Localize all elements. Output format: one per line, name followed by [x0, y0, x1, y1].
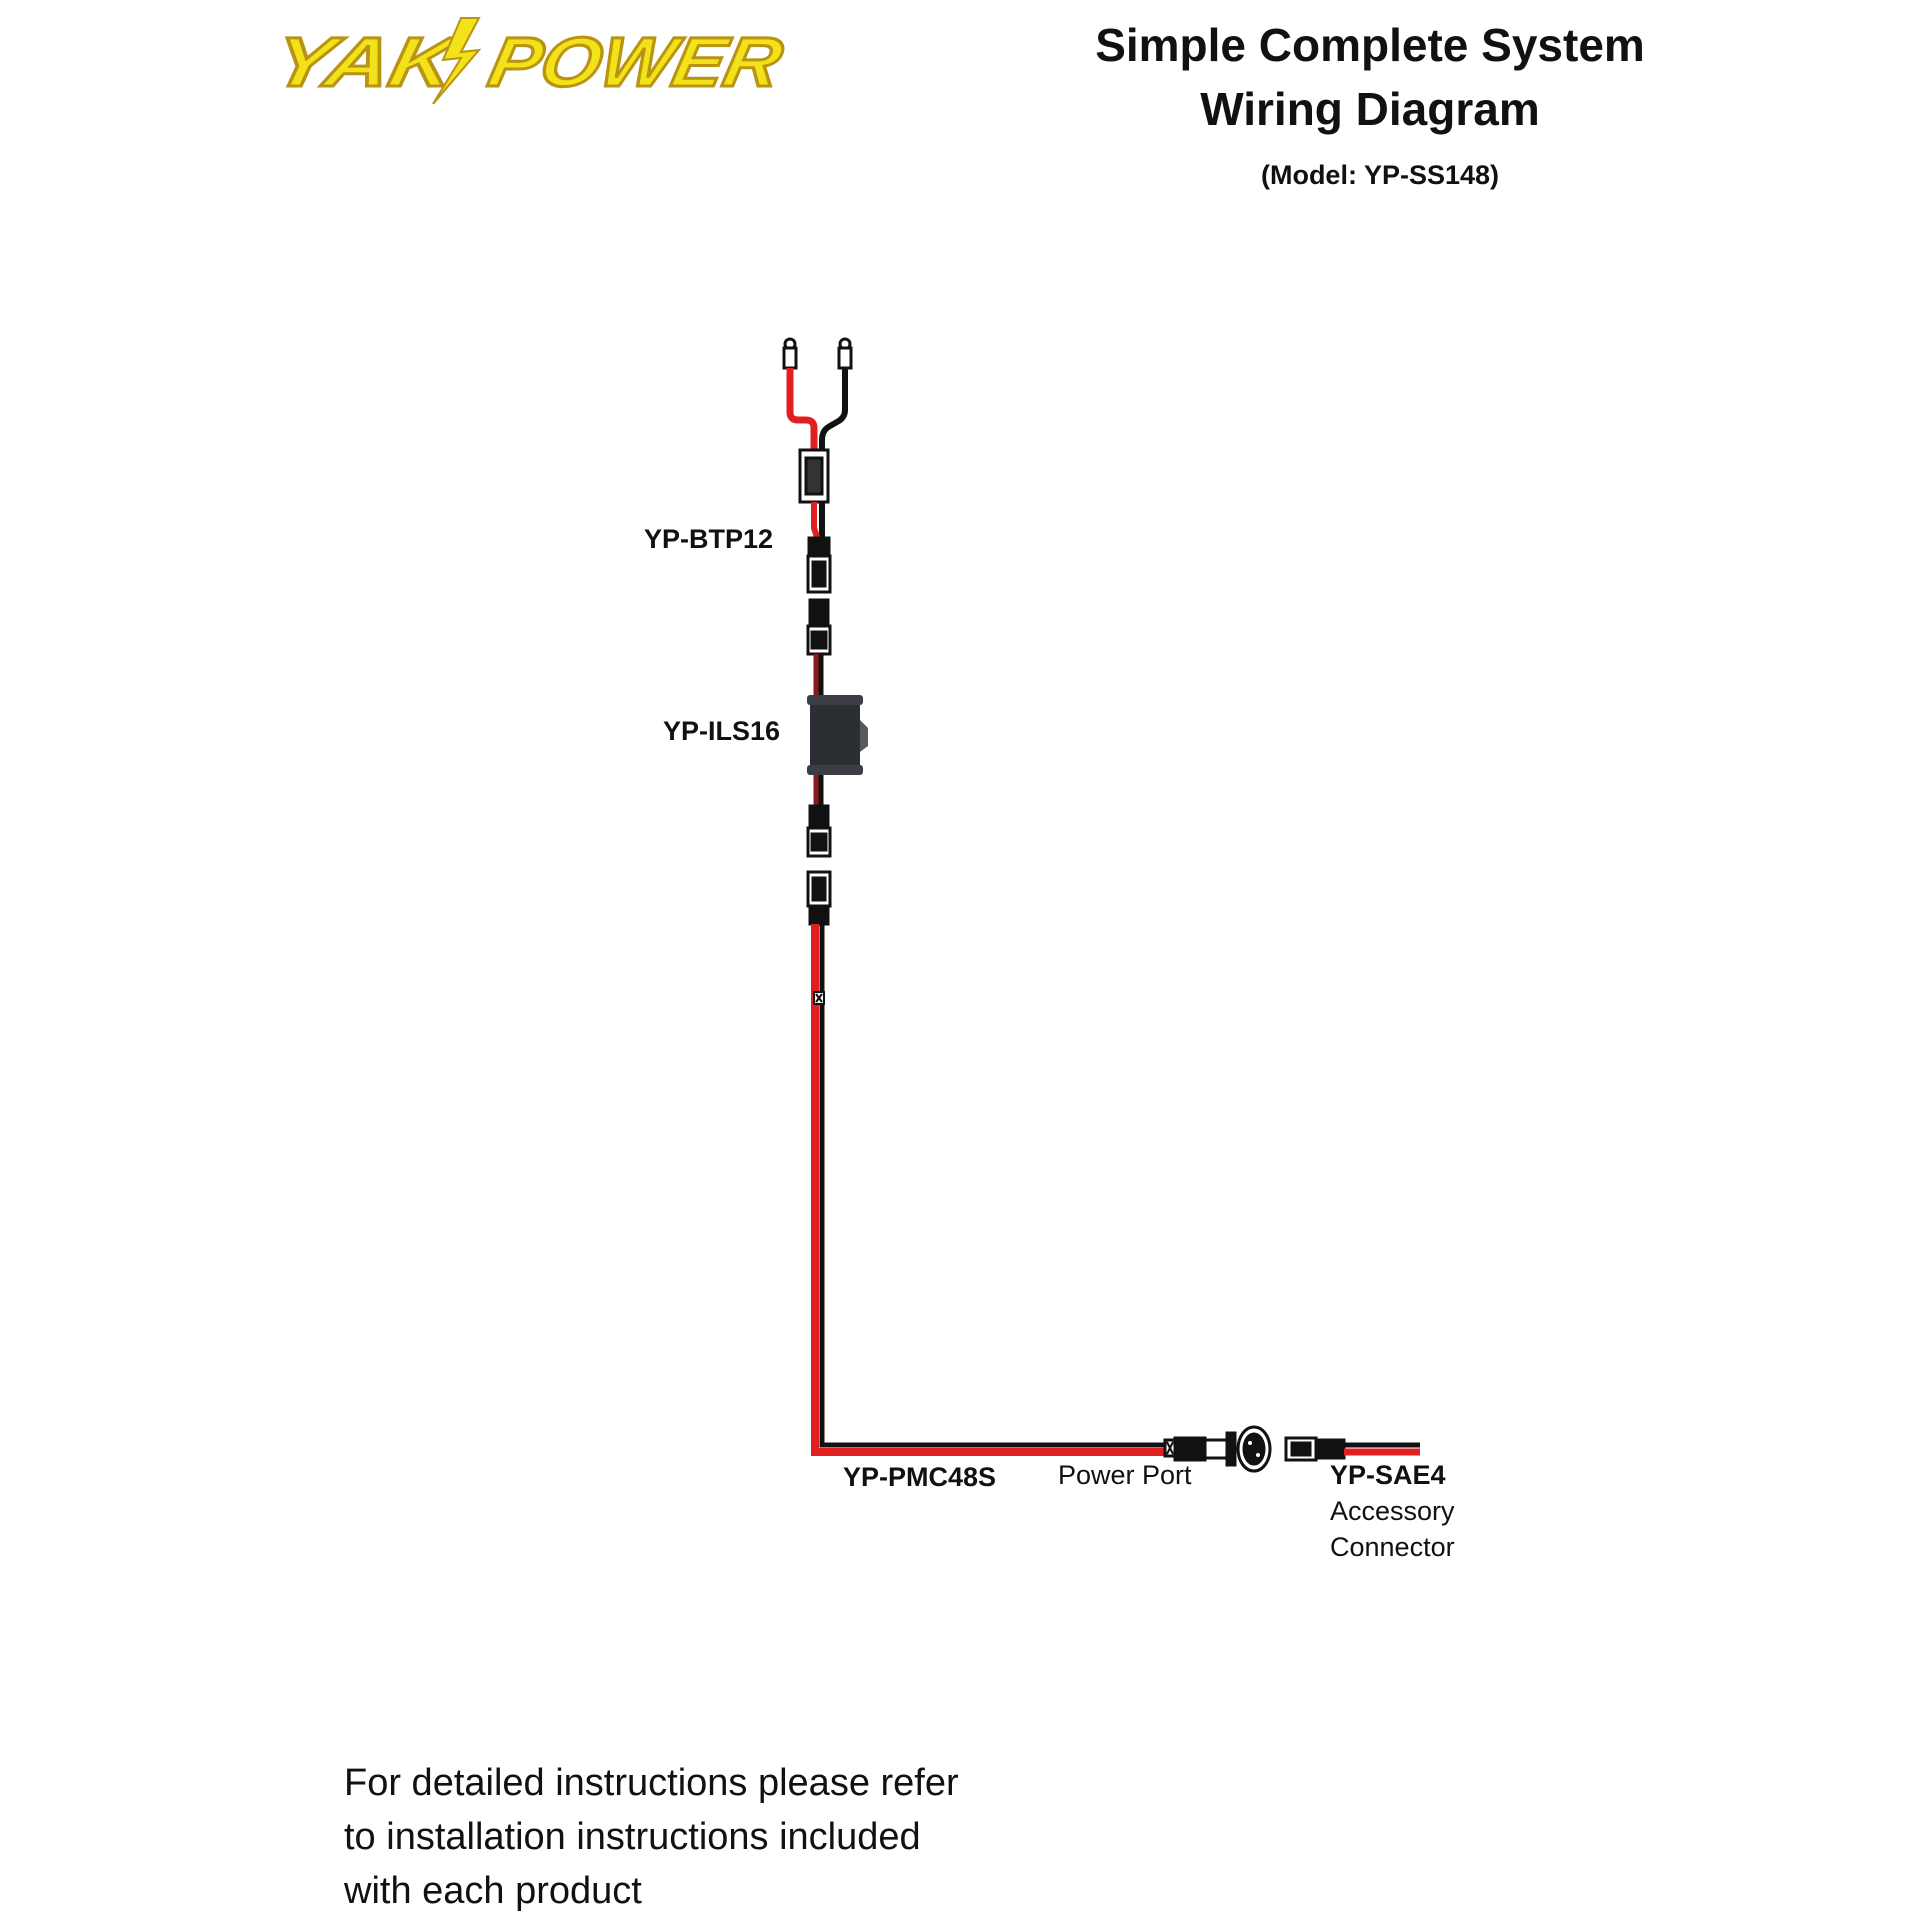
sae-connector-ils16-input [806, 598, 832, 656]
footer-line1: For detailed instructions please refer [344, 1762, 959, 1804]
inline-switch-ils16 [807, 695, 868, 775]
label-sae4-accessory: Accessory [1330, 1496, 1455, 1526]
fuse-holder [798, 448, 830, 504]
label-btp12: YP-BTP12 [644, 524, 774, 554]
lightning-bolt-icon [432, 17, 482, 104]
ring-terminal-negative [837, 337, 853, 370]
sae-connector-ils16-output [806, 804, 832, 858]
sae-connector-pmc48s [806, 870, 832, 926]
label-sae4: YP-SAE4 [1330, 1460, 1446, 1490]
power-port [1163, 1425, 1272, 1473]
svg-text:POWER: POWER [483, 23, 788, 101]
footer-note: For detailed instructions please refer t… [344, 1756, 1244, 1918]
svg-text:YAK: YAK [283, 23, 469, 101]
diagram-title-line2: Wiring Diagram [1200, 83, 1540, 135]
yak-power-logo: YAK POWER [283, 17, 788, 104]
sae4-accessory-connector [1284, 1436, 1346, 1462]
label-power-port: Power Port [1058, 1460, 1192, 1490]
footer-line3: with each product [344, 1870, 642, 1912]
label-sae4-connector: Connector [1330, 1532, 1455, 1562]
wire-marker [813, 991, 825, 1005]
pigtail-negative-wire [819, 368, 848, 540]
sae-connector-btp12 [806, 536, 832, 594]
diagram-title-line1: Simple Complete System [1095, 19, 1645, 71]
model-number: (Model: YP-SS148) [1260, 160, 1500, 190]
ring-terminal-positive [782, 337, 798, 370]
footer-line2: to installation instructions included [344, 1816, 921, 1858]
pigtail-positive-wire [786, 368, 818, 450]
pmc48s-negative-wire [819, 924, 1175, 1448]
pmc48s-positive-wire [811, 924, 1175, 1456]
label-ils16: YP-ILS16 [663, 716, 781, 746]
label-pmc48s: YP-PMC48S [843, 1462, 997, 1492]
